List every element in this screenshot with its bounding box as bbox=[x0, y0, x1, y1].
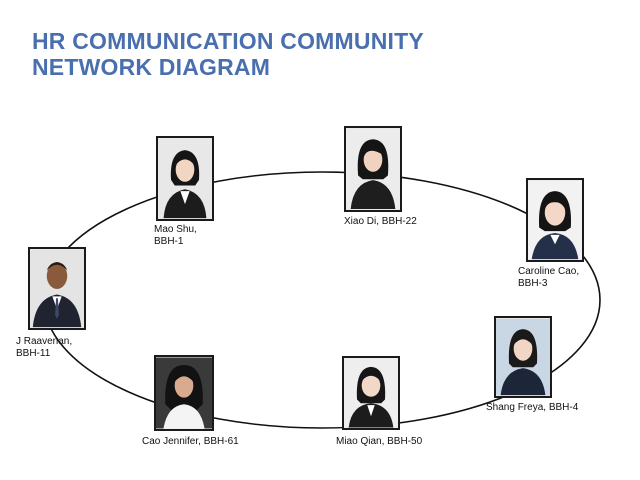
person-label-mao-shu: Mao Shu, BBH-1 bbox=[154, 224, 197, 247]
person-label-shang-freya: Shang Freya, BBH-4 bbox=[486, 402, 579, 413]
person-photo-cao-jennifer bbox=[154, 355, 214, 431]
title-line-2: NETWORK DIAGRAM bbox=[32, 54, 271, 80]
person-label-xiao-di: Xiao Di, BBH-22 bbox=[344, 216, 417, 227]
person-photo-caroline-cao bbox=[526, 178, 584, 262]
title-line-1: HR COMMUNICATION COMMUNITY bbox=[32, 28, 424, 54]
person-photo-shang-freya bbox=[494, 316, 552, 398]
portrait-icon bbox=[158, 138, 212, 219]
portrait-icon bbox=[528, 180, 582, 260]
person-label-j-raavenan: J Raavenan, BBH-11 bbox=[16, 336, 73, 359]
person-photo-mao-shu bbox=[156, 136, 214, 221]
person-photo-miao-qian bbox=[342, 356, 400, 430]
portrait-icon bbox=[156, 357, 212, 429]
portrait-icon bbox=[344, 358, 398, 428]
person-photo-xiao-di bbox=[344, 126, 402, 212]
person-label-caroline-cao: Caroline Cao, BBH-3 bbox=[518, 266, 580, 289]
portrait-icon bbox=[496, 318, 550, 396]
portrait-icon bbox=[346, 128, 400, 210]
page-title: HR COMMUNICATION COMMUNITY NETWORK DIAGR… bbox=[32, 28, 424, 80]
person-label-cao-jennifer: Cao Jennifer, BBH-61 bbox=[142, 436, 239, 447]
person-photo-j-raavenan bbox=[28, 247, 86, 330]
portrait-icon bbox=[30, 249, 84, 328]
person-label-miao-qian: Miao Qian, BBH-50 bbox=[336, 436, 423, 447]
